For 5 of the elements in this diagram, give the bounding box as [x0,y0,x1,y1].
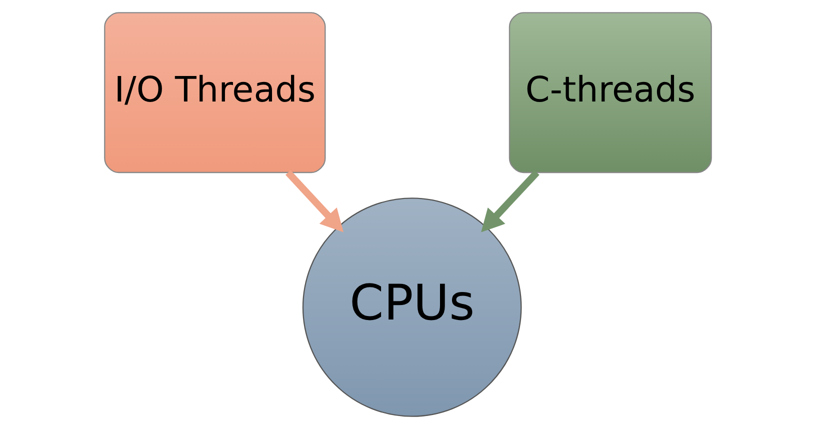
node-box: C-threads [508,12,712,174]
node-box: I/O Threads [104,12,326,174]
arrow [480,170,539,232]
node-circle: CPUs [302,198,522,417]
arrow [284,170,344,232]
